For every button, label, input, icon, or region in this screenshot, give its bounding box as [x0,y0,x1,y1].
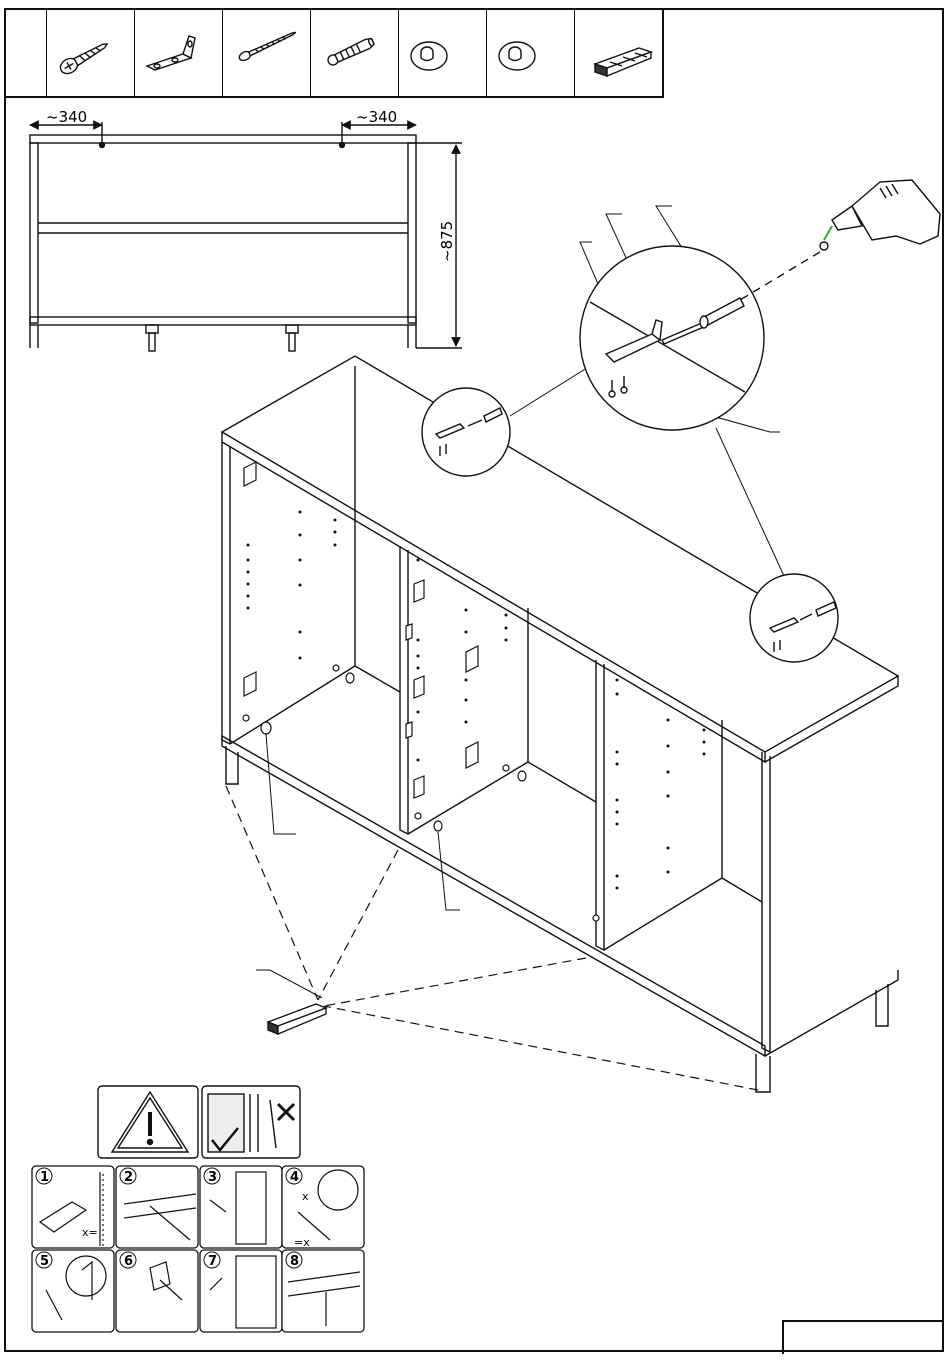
step-8-number: 8 [290,1254,299,1269]
step-4-number: 4 [290,1170,299,1185]
step-4-label-b: =x [294,1236,310,1249]
step-4-label-a: x [302,1190,309,1203]
page-number-box [782,1320,944,1354]
step-2-number: 2 [124,1170,133,1185]
step-1-number: 1 [40,1170,49,1185]
step-7-number: 7 [208,1254,217,1269]
step-1-label: x= [82,1226,98,1239]
step-6-number: 6 [124,1254,133,1269]
step-3-number: 3 [208,1170,217,1185]
step-5-number: 5 [40,1254,49,1269]
